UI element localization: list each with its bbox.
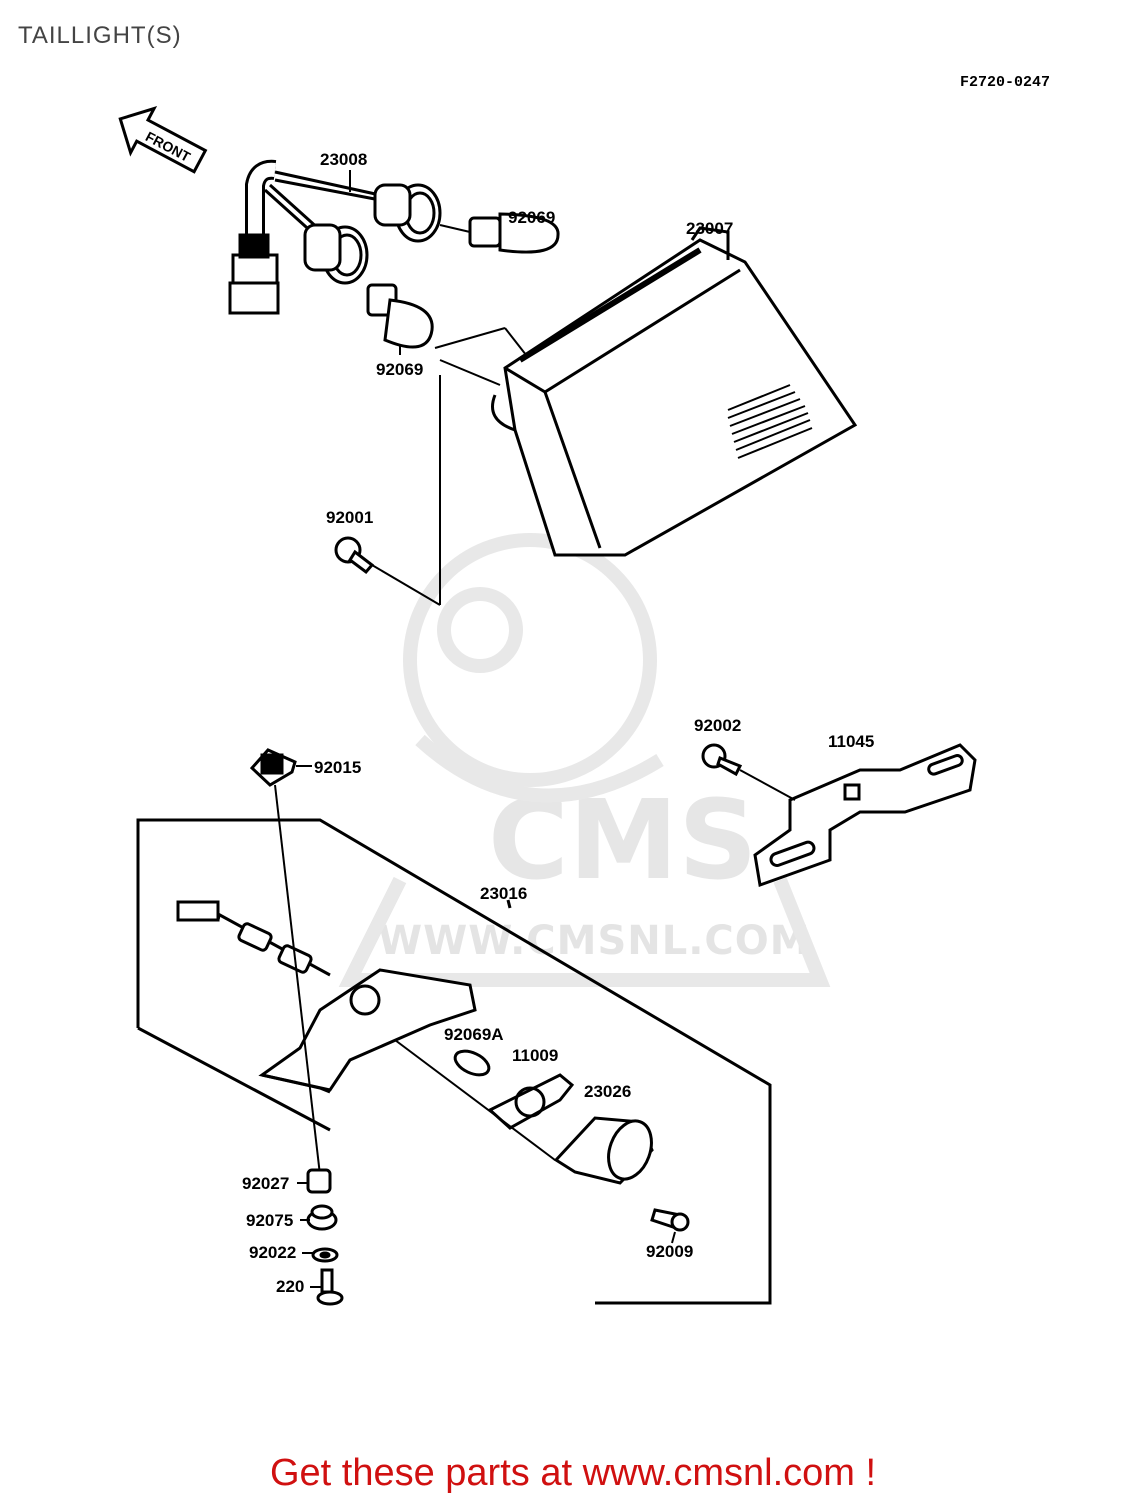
license-light-housing <box>176 900 477 1094</box>
watermark-mascot-icon <box>338 533 831 987</box>
bolt-icon <box>334 536 375 575</box>
diagram-code: F2720-0247 <box>960 74 1051 91</box>
grommet-icon <box>306 1204 338 1231</box>
small-bulb-icon <box>453 1049 491 1077</box>
part-label-92001: 92001 <box>326 508 374 527</box>
bolt-icon <box>701 743 743 777</box>
screw-icon <box>650 1208 690 1232</box>
part-label-92009: 92009 <box>646 1242 694 1261</box>
part-label-92069-upper: 92069 <box>508 208 556 227</box>
part-label-23016: 23016 <box>480 884 528 903</box>
lamp-lens <box>553 1116 654 1185</box>
leader-line <box>739 769 796 801</box>
part-label-23008: 23008 <box>320 150 368 169</box>
part-label-92069A: 92069A <box>444 1025 504 1044</box>
spacer-icon <box>306 1168 332 1194</box>
footer-promo-text: Get these parts at www.cmsnl.com ! <box>269 1452 877 1494</box>
lens-pattern <box>727 384 813 459</box>
part-label-92015: 92015 <box>314 758 362 777</box>
leader-line <box>274 784 321 1176</box>
bulb-icon <box>366 212 560 349</box>
wiring-harness <box>228 159 442 315</box>
part-label-11009: 11009 <box>512 1046 559 1065</box>
washer-icon <box>311 1247 339 1263</box>
part-label-92002: 92002 <box>694 716 742 735</box>
license-bracket <box>753 743 977 888</box>
part-label-220: 220 <box>276 1277 305 1296</box>
screw-icon <box>316 1268 344 1306</box>
assembly-outline <box>136 818 772 1305</box>
front-arrow-icon: FRONT <box>118 106 208 174</box>
part-label-23026: 23026 <box>584 1082 632 1101</box>
part-label-23007: 23007 <box>686 219 734 238</box>
watermark-url: WWW.CMSNL.COM <box>378 918 811 964</box>
part-label-92022: 92022 <box>249 1243 297 1262</box>
diagram-title: TAILLIGHT(S) <box>18 22 182 49</box>
leader-lines-lower <box>297 1182 676 1288</box>
part-label-92075: 92075 <box>246 1211 294 1230</box>
part-label-11045: 11045 <box>828 732 875 751</box>
part-label-92027: 92027 <box>242 1174 290 1193</box>
clip-nut-icon <box>249 748 297 787</box>
leader-lines-upper <box>349 170 531 606</box>
part-label-92069-lower: 92069 <box>376 360 424 379</box>
taillight-lens <box>491 226 858 557</box>
